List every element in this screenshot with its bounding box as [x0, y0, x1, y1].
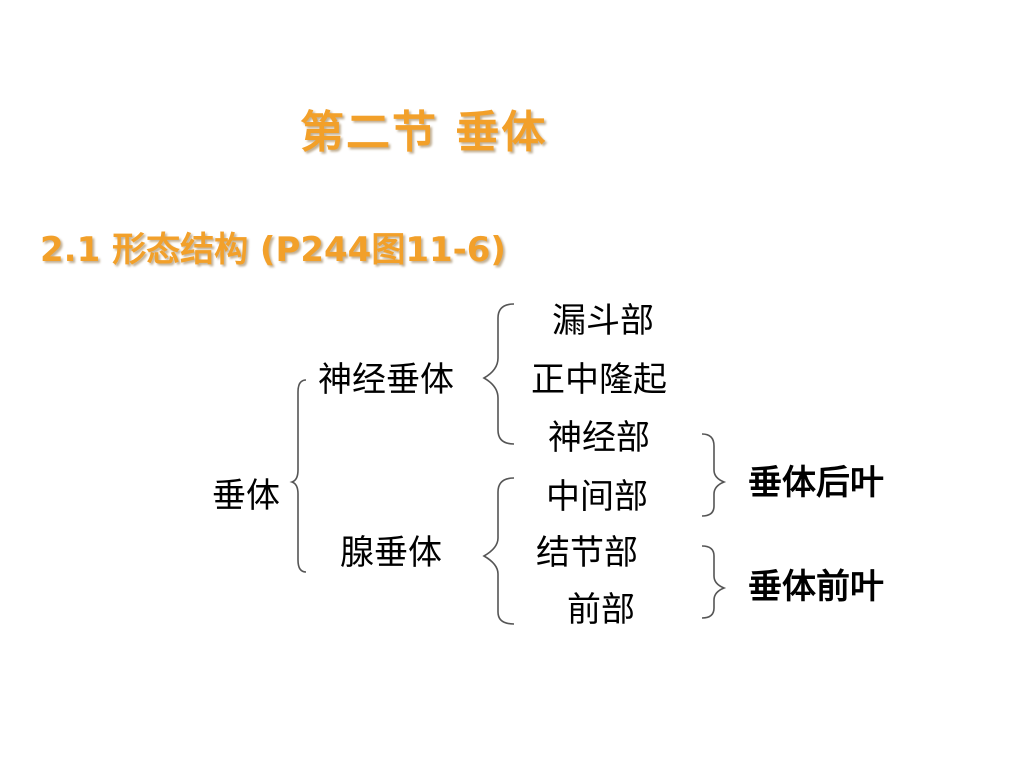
adeno-bracket: [482, 477, 515, 625]
posterior-lobe-bracket: [701, 433, 727, 517]
group-anterior-lobe: 垂体前叶: [748, 567, 884, 607]
slide-title: 第二节 垂体: [300, 107, 548, 158]
anterior-lobe-bracket: [701, 545, 727, 619]
root-bracket: [289, 379, 307, 573]
branch-adeno-label: 腺垂体: [340, 533, 442, 573]
part-median-eminence: 正中隆起: [531, 360, 667, 400]
branch-neural-label: 神经垂体: [318, 360, 454, 400]
part-intermediate: 中间部: [546, 477, 648, 517]
section-heading: 2.1 形态结构 (P244图11-6): [40, 230, 506, 270]
group-posterior-lobe: 垂体后叶: [748, 463, 884, 503]
neural-bracket: [482, 303, 515, 445]
part-neural-lobe: 神经部: [548, 418, 650, 458]
part-tuberalis: 结节部: [536, 533, 638, 573]
part-distalis: 前部: [567, 590, 635, 630]
part-infundibulum: 漏斗部: [552, 301, 654, 341]
root-label: 垂体: [212, 476, 280, 516]
